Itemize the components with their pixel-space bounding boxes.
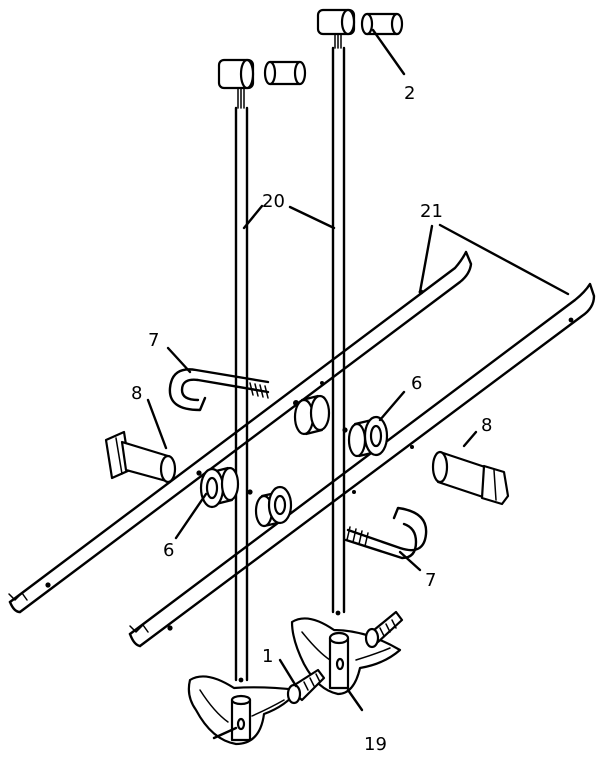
spacer-top: [293, 394, 331, 436]
foot-left: [187, 675, 300, 746]
rod-right: [331, 31, 346, 616]
callout-6-left: 6: [163, 540, 174, 561]
cap-right: [316, 8, 356, 36]
bushing-right: [342, 415, 389, 458]
callout-6-right: 6: [411, 373, 422, 394]
rod-left: [234, 87, 249, 683]
callout-21: 21: [420, 201, 443, 222]
bushing-left: [196, 466, 240, 509]
callout-2: 2: [404, 83, 415, 104]
callout-1: 1: [262, 646, 273, 667]
callout-7-top: 7: [148, 330, 159, 351]
runner-right: [128, 282, 596, 648]
callout-labels: 2 20 21 7 8 6 8 6 7 1 19: [131, 83, 492, 755]
bushing-center: [247, 485, 293, 528]
callout-19: 19: [364, 734, 387, 755]
u-bolt-top: [168, 368, 270, 412]
callout-20: 20: [262, 191, 285, 212]
u-bolt-bottom: [344, 506, 428, 560]
bolt-right: [431, 450, 510, 506]
cap-left: [217, 58, 255, 90]
grip-left: [263, 60, 307, 86]
screw-left: [286, 668, 326, 705]
callout-8-left: 8: [131, 383, 142, 404]
bolt-left: [104, 430, 177, 484]
screw-right: [364, 610, 404, 649]
callout-8-right: 8: [481, 415, 492, 436]
callout-7-bottom: 7: [425, 570, 436, 591]
grip-right: [360, 12, 404, 36]
leader-lines: [146, 28, 570, 740]
